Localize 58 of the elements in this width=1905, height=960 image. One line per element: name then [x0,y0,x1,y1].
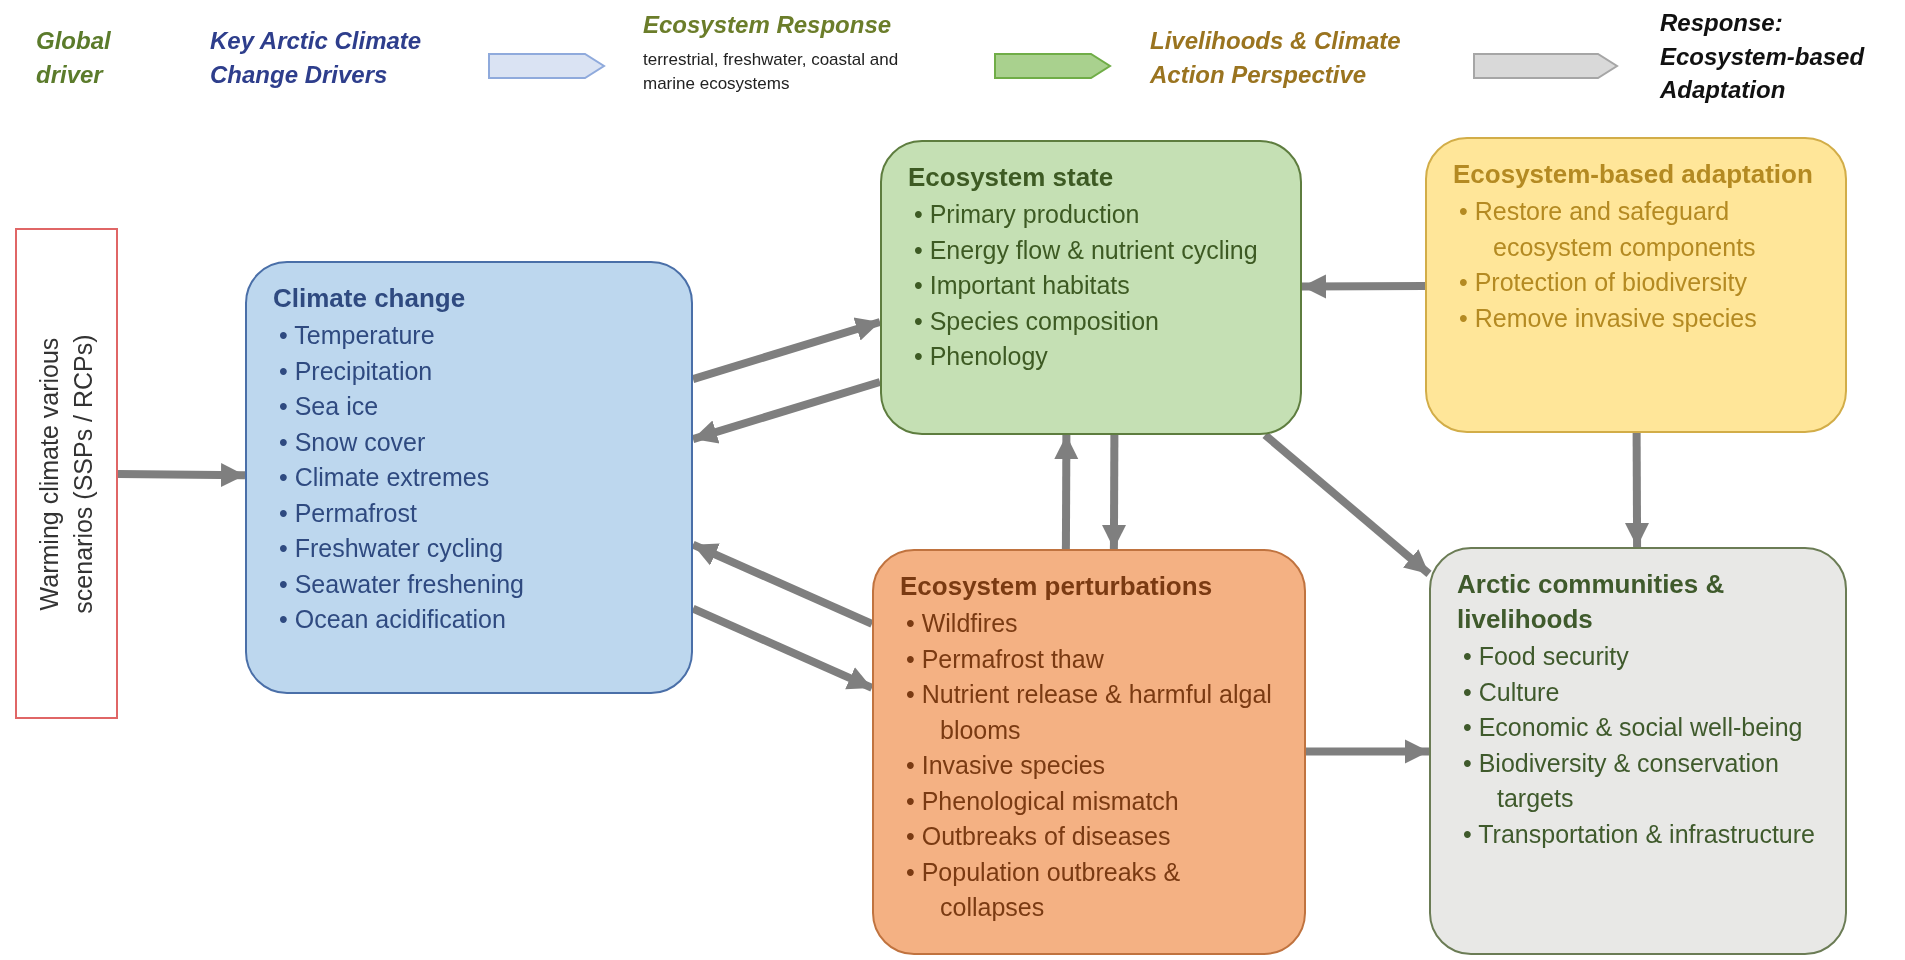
list-item: • Phenological mismatch [905,785,1180,817]
list-item: • Seawater freshening [278,568,525,600]
list-item: • Invasive species [905,750,1107,782]
list-item: • Protection of biodiversity [1458,267,1749,299]
arrow [1102,435,1126,549]
list-item: • Culture [1462,676,1561,708]
header-label: Global driver [36,26,112,90]
box-heading: Climate change [273,282,467,315]
list-item: • Nutrient release & harmful algal blooms [905,679,1273,746]
list-item: • Species composition [913,305,1160,337]
list-item: • Ocean acidification [278,604,507,636]
arrow [691,605,874,692]
box-heading: Ecosystem perturbations [900,570,1214,603]
list-item: • Wildfires [905,608,1019,640]
list-item: • Freshwater cycling [278,533,505,565]
list-item: • Permafrost thaw [905,643,1105,675]
list-item: • Temperature [278,320,436,352]
legend-text: Livelihoods & Climate Action Perspective [1150,26,1402,90]
driver-box [15,228,118,719]
list-item: • Climate extremes [278,462,491,494]
category-box [245,261,693,694]
category-box [1429,547,1847,955]
list-item: • Energy flow & nutrient cycling [913,234,1259,266]
category-box [880,140,1302,435]
list-item: • Population outbreaks & collapses [905,856,1182,924]
legend-text: Key Arctic Climate Change Drivers [210,26,423,90]
header-label: terrestrial, freshwater, coastal and marine ecosystems [643,49,900,95]
list-item: • Precipitation [278,355,434,387]
arrow [691,378,882,444]
arrow [1306,739,1429,764]
list-item: • Outbreaks of diseases [905,821,1172,853]
list-item: • Snow cover [278,426,427,458]
box-heading: Ecosystem-based adaptation [1453,158,1814,191]
header-label: Response: Ecosystem-based Adaptation [1660,8,1866,106]
list-item: • Transportation & infrastructure [1462,818,1816,850]
list-item: • Important habitats [913,270,1131,302]
list-item: • Economic & social well-being [1462,712,1804,744]
list-item: • Food security [1462,641,1630,673]
list-item: • Restore and safeguard ecosystem components [1458,196,1757,263]
list-item: • Biodiversity & conservation targets [1462,747,1780,815]
arrow [1262,431,1432,577]
list-item: • Sea ice [278,391,380,423]
legend-text: Ecosystem Response [643,10,893,40]
arrow [1302,274,1425,299]
arrow [1625,433,1649,547]
category-box [872,549,1306,955]
box-heading: Ecosystem state [908,161,1115,194]
list-item: • Phenology [913,341,1049,373]
list-item: • Permafrost [278,497,418,529]
arrow [1054,435,1079,549]
category-box [1425,137,1847,433]
arrow [691,317,882,383]
arrow [691,541,874,628]
list-item: • Remove invasive species [1458,302,1758,334]
box-heading: Arctic communities & livelihoods [1457,568,1726,637]
arrow [117,463,246,488]
list-item: • Primary production [913,199,1141,231]
driver-text: Warming climate various scenarios (SSPs / RCPs) [33,332,98,616]
